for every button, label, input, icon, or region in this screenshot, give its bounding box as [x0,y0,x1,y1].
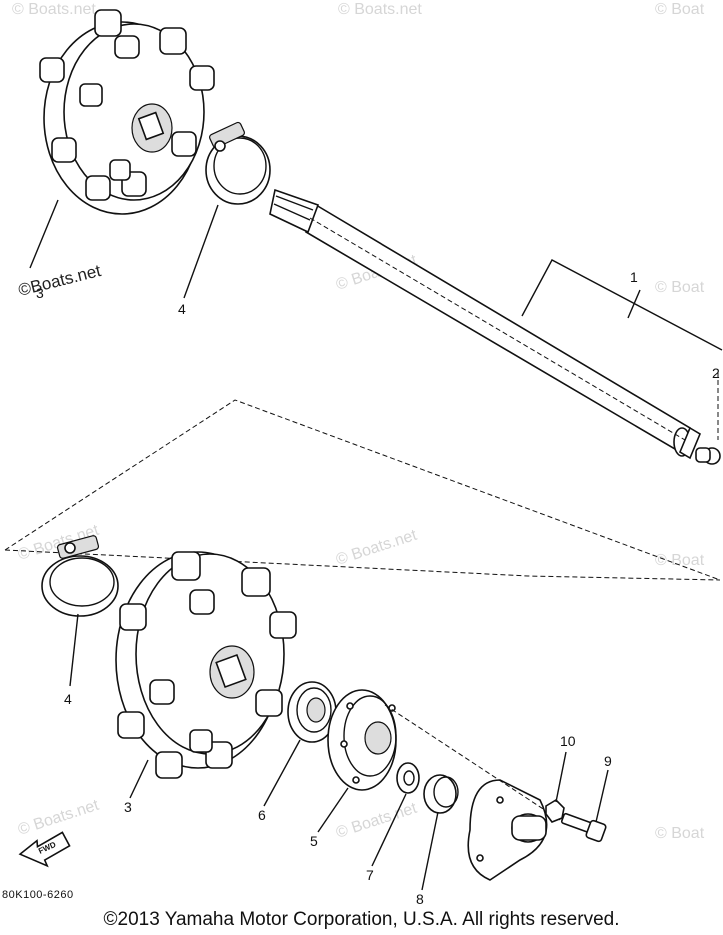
nut [545,798,565,823]
watermark-faint: © Boats.net [334,800,420,842]
leader-lines [29,199,609,891]
exploded-parts-diagram: © Boats.net © Boats.net © Boat © Boats.n… [2,1,723,905]
hose-clamp-upper [205,121,271,205]
assembly-plane-lines [4,399,721,581]
copyright-notice: ©2013 Yamaha Motor Corporation, U.S.A. A… [103,909,620,930]
part-label-10: 10 [560,733,576,749]
part-label-9: 9 [604,753,612,769]
watermark-faint: © Boat [655,1,705,18]
bearing-housing [327,689,397,791]
hose-clamp-lower [41,535,119,617]
bearing [287,681,337,743]
watermark-faint: © Boats.net [16,797,102,839]
watermark-main: ©Boats.net [16,261,103,300]
watermark-faint: © Boats.net [12,1,96,18]
part-labels: 1 2 3 4 4 3 6 5 7 8 10 9 [36,269,720,905]
sprocket-lower [115,551,297,779]
axle-end-plate [384,704,561,881]
forward-arrow-icon: FWD [18,831,71,868]
leader-lines-shaft [521,259,723,440]
watermark-faint: © Boats.net [338,1,422,18]
bolt [560,812,607,843]
watermark-faint: © Boat [655,552,705,569]
watermark-faint: © Boats.net [334,527,420,569]
watermark-faint: © Boat [655,279,705,296]
part-label-4-lower: 4 [64,691,72,707]
diagram-code: 80K100-6260 [2,889,74,901]
plug [695,447,721,465]
part-label-3-upper: 3 [36,285,44,301]
part-label-5: 5 [310,833,318,849]
part-label-1: 1 [630,269,638,285]
part-label-3-lower: 3 [124,799,132,815]
part-label-6: 6 [258,807,266,823]
drive-shaft [269,188,702,460]
collar [423,774,459,814]
part-label-4-upper: 4 [178,301,186,317]
watermark-faint: © Boat [655,825,705,842]
part-label-2: 2 [712,365,720,381]
sprocket-upper [39,9,215,215]
part-label-8: 8 [416,891,424,905]
part-label-7: 7 [366,867,374,883]
washer [396,762,420,794]
